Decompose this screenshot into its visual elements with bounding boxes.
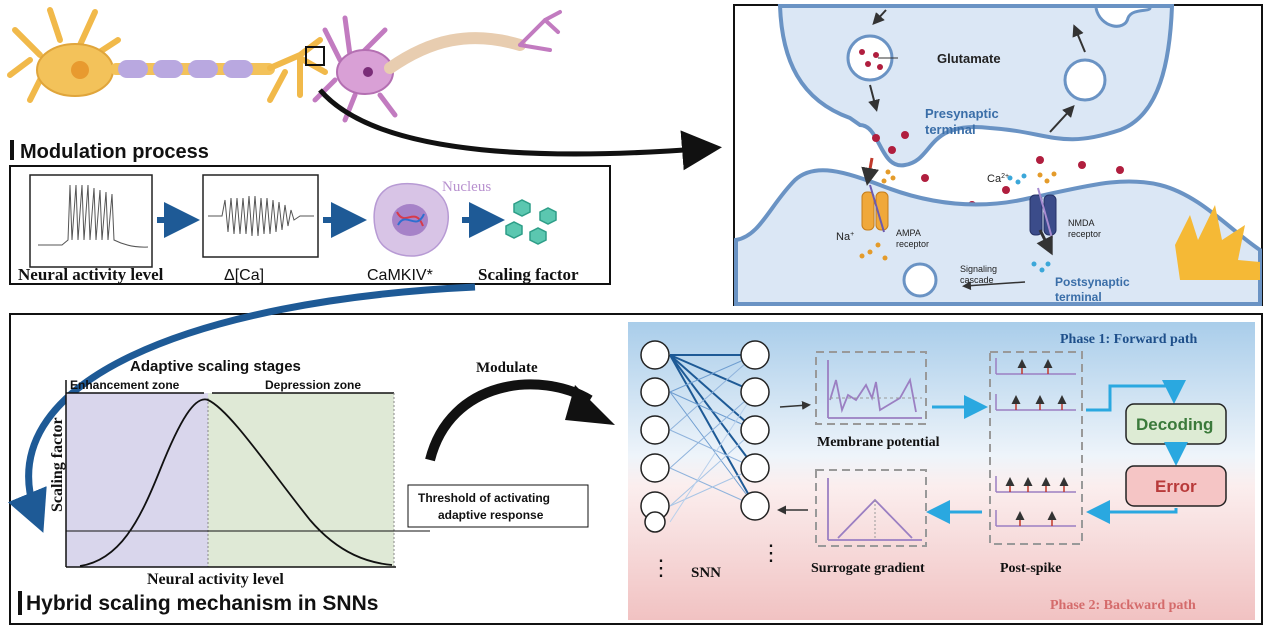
scaling-plot-title: Adaptive scaling stages xyxy=(130,358,301,375)
threshold-label-1: Threshold of activating xyxy=(418,491,550,505)
membrane-label: Membrane potential xyxy=(817,435,940,450)
threshold-callout xyxy=(407,484,589,528)
signaling-label-2: cascade xyxy=(960,275,994,285)
calcium-trace-thumb xyxy=(202,174,319,258)
nmda-label-2: receptor xyxy=(1068,229,1101,239)
vesicle-cycle-arrow-3 xyxy=(1049,105,1075,133)
error-box[interactable] xyxy=(1125,465,1227,507)
post-spike-label: Post-spike xyxy=(1000,561,1061,576)
vesicle-glutamate xyxy=(846,34,898,82)
modulate-label: Modulate xyxy=(476,360,538,376)
vesicle-cycle-arrow-2 xyxy=(868,84,880,112)
enhancement-zone-label: Enhancement zone xyxy=(70,378,180,392)
snn-ellipsis-input: ⋮ xyxy=(650,555,672,580)
nmda-receptor xyxy=(1029,187,1057,239)
glutamate-label: Glutamate xyxy=(937,51,1001,66)
section-title-modulation: Modulation process xyxy=(20,141,209,163)
post-spike-box xyxy=(989,351,1083,545)
snn-connections xyxy=(669,354,756,523)
spike-rasters xyxy=(995,358,1076,527)
nucleus-label: Nucleus xyxy=(442,179,491,195)
enhancement-zone-bg xyxy=(66,393,208,567)
nmda-label-1: NMDA xyxy=(1068,218,1095,228)
signaling-label-1: Signaling xyxy=(960,264,997,274)
modulate-arrowhead xyxy=(565,385,615,425)
arrow-spike-to-decoding xyxy=(1086,380,1186,412)
na-flow-arrow xyxy=(861,157,880,186)
arrow-to-membrane xyxy=(779,400,811,410)
ca-label: Ca2+ xyxy=(987,173,1009,185)
vesicle-cycle-arrow-4 xyxy=(1072,24,1086,53)
vesicle-cycle-arrow-1 xyxy=(872,9,887,25)
surrogate-label: Surrogate gradient xyxy=(811,561,925,576)
phase1-label: Phase 1: Forward path xyxy=(1060,332,1197,347)
phase2-label: Phase 2: Backward path xyxy=(1050,598,1196,613)
zoom-box xyxy=(305,46,325,66)
signaling-arrow xyxy=(962,281,1026,291)
scaling-curve xyxy=(79,398,393,567)
ampa-label-2: receptor xyxy=(896,239,929,249)
depression-zone-bg xyxy=(208,393,394,567)
feedback-arrow xyxy=(7,283,476,533)
label-scaling-factor: Scaling factor xyxy=(478,265,579,284)
scaling-plot-xlabel: Neural activity level xyxy=(147,571,284,588)
na-ions xyxy=(859,169,896,261)
na-label: Na+ xyxy=(836,231,854,243)
ca-ions xyxy=(1007,173,1051,273)
snn-ellipsis-output: ⋮ xyxy=(760,540,782,565)
presynaptic-label-1: Presynaptic xyxy=(925,106,999,121)
presynaptic-label-2: terminal xyxy=(925,122,976,137)
scaling-molecules-icon xyxy=(505,199,557,245)
membrane-box xyxy=(815,351,927,425)
postsynaptic-neuron xyxy=(312,10,562,123)
ampa-receptor xyxy=(861,184,889,233)
spike-train-thumb xyxy=(29,174,153,268)
decoding-label: Decoding xyxy=(1136,415,1213,434)
ampa-label-1: AMPA xyxy=(896,228,921,238)
zoom-arrow xyxy=(318,88,722,171)
depression-zone-label: Depression zone xyxy=(265,378,361,392)
section-title-hybrid: Hybrid scaling mechanism in SNNs xyxy=(26,592,378,615)
label-neural-activity: Neural activity level xyxy=(18,265,164,284)
postsynaptic-label-2: terminal xyxy=(1055,290,1102,304)
arrow-error-to-spike xyxy=(1086,500,1178,524)
snn-output-neurons xyxy=(740,340,770,521)
label-camkiv: CaMKIV* xyxy=(367,267,433,284)
nucleus-cell-icon xyxy=(373,182,449,257)
modulate-arrow xyxy=(425,379,593,462)
ca-cleft-dots xyxy=(1037,171,1057,184)
scaling-plot-ylabel: Scaling factor xyxy=(49,417,66,512)
snn-label: SNN xyxy=(691,565,721,581)
snn-input-neurons xyxy=(640,340,670,533)
presynaptic-neuron xyxy=(7,7,328,103)
threshold-label-2: adaptive response xyxy=(438,508,544,522)
empty-vesicle xyxy=(1063,58,1107,102)
error-label: Error xyxy=(1155,477,1197,496)
spike-arrows xyxy=(1005,359,1069,526)
postsynaptic-label-1: Postsynaptic xyxy=(1055,275,1130,289)
excitation-burst xyxy=(1175,205,1260,280)
ca-flow-arrow xyxy=(1036,229,1053,256)
label-delta-ca: Δ[Ca] xyxy=(224,267,264,284)
